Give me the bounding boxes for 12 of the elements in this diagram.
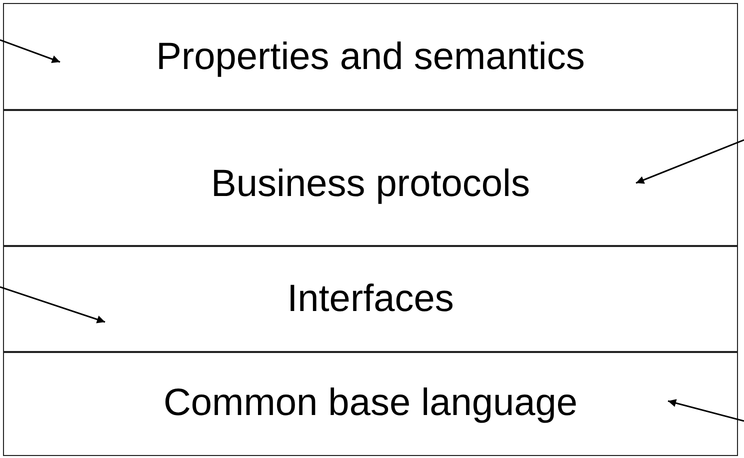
layer-box xyxy=(3,109,738,247)
arrow xyxy=(0,286,106,324)
arrow xyxy=(636,139,744,184)
arrow xyxy=(0,39,60,63)
arrow xyxy=(668,399,744,422)
layer-box xyxy=(3,3,738,111)
layer-label: Interfaces xyxy=(287,278,454,320)
layer-box xyxy=(3,351,738,456)
layer-box xyxy=(3,245,738,353)
layer-label: Properties and semantics xyxy=(156,36,585,78)
layer-label: Business protocols xyxy=(211,162,530,206)
layer-label: Common base language xyxy=(163,382,578,425)
